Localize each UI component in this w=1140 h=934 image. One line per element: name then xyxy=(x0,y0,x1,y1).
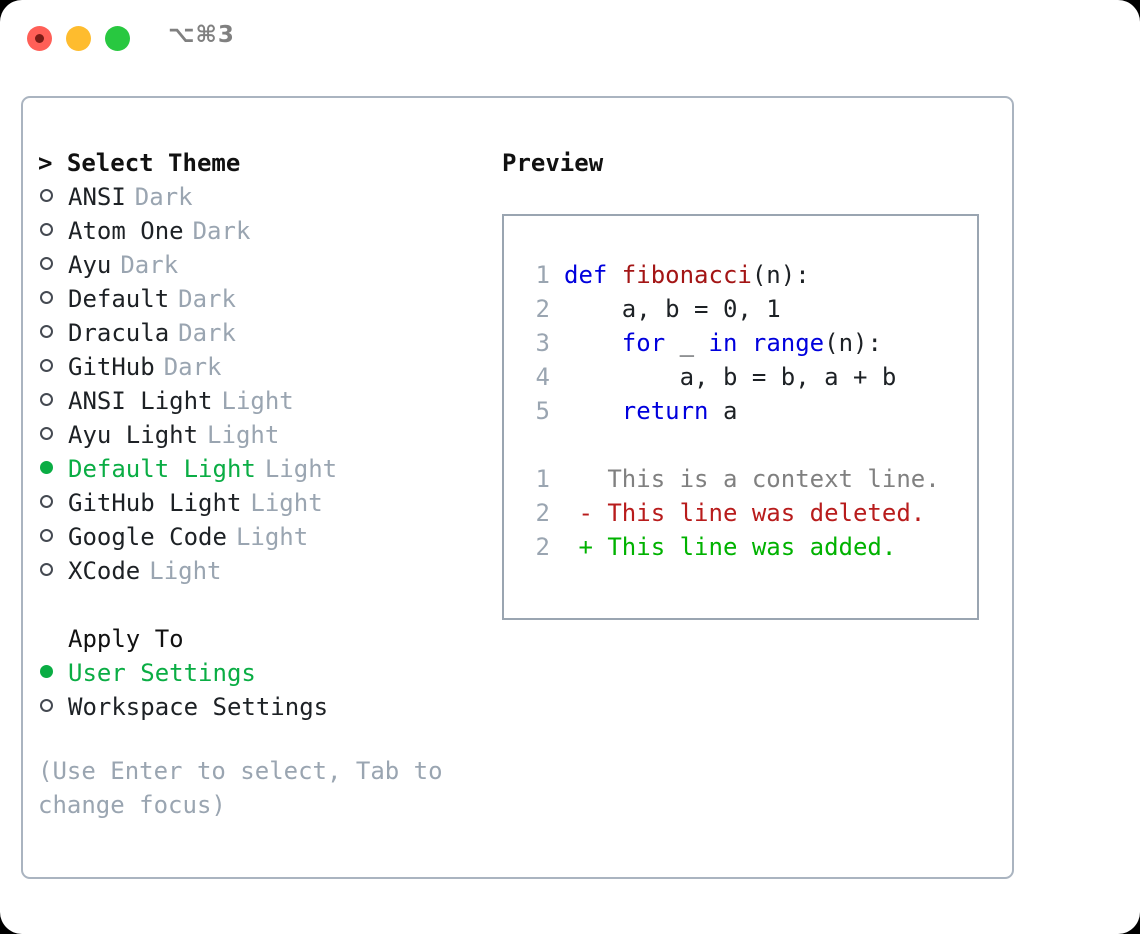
code-line-text: a, b = b, a + b xyxy=(564,360,897,394)
code-line-text: return a xyxy=(564,394,738,428)
theme-option-tag: Dark xyxy=(178,285,236,313)
code-line: 4 a, b = b, a + b xyxy=(520,360,940,394)
theme-option-xcode[interactable]: XCode Light xyxy=(38,554,478,588)
code-token: in xyxy=(708,329,738,357)
theme-option-label: Atom One xyxy=(68,217,184,245)
code-line-number: 1 xyxy=(535,261,550,289)
theme-option-label: Dracula xyxy=(68,319,170,347)
diff-line-text: - This line was deleted. xyxy=(564,499,926,527)
theme-option-label: GitHub Light xyxy=(68,489,242,517)
code-line-number: 2 xyxy=(535,295,550,323)
code-token: return xyxy=(621,397,709,425)
code-token: range xyxy=(751,329,825,357)
theme-option-ayu-light[interactable]: Ayu Light Light xyxy=(38,418,478,452)
theme-list-header: > Select Theme xyxy=(38,149,241,177)
apply-to-header: Apply To xyxy=(68,625,184,653)
diff-line-number: 2 xyxy=(535,499,550,527)
theme-option-ansi[interactable]: ANSI Dark xyxy=(38,180,478,214)
theme-option-github[interactable]: GitHub Dark xyxy=(38,350,478,384)
theme-option-tag: Dark xyxy=(163,353,222,381)
code-line: 2 a, b = 0, 1 xyxy=(520,292,940,326)
code-line: 5 return a xyxy=(520,394,940,428)
theme-option-dracula[interactable]: Dracula Dark xyxy=(38,316,478,350)
keyboard-shortcut-label: ⌥⌘3 xyxy=(168,22,235,48)
theme-option-tag: Light xyxy=(149,557,222,585)
theme-option-label: Google Code xyxy=(68,523,227,551)
theme-option-tag: Dark xyxy=(178,319,236,347)
keyboard-hint-text: (Use Enter to select, Tab to change focu… xyxy=(38,757,443,819)
list-gap xyxy=(38,588,478,622)
diff-line-number: 1 xyxy=(535,465,550,493)
theme-option-ansi-light[interactable]: ANSI Light Light xyxy=(38,384,478,418)
code-token: fibonacci xyxy=(621,261,752,289)
diff-line-number: 2 xyxy=(535,533,550,561)
maximize-button[interactable] xyxy=(105,26,130,51)
code-token xyxy=(737,329,751,357)
code-line-text: a, b = 0, 1 xyxy=(564,292,781,326)
minimize-button[interactable] xyxy=(66,26,91,51)
code-token: def xyxy=(564,261,622,289)
code-token: (n): xyxy=(824,329,882,357)
code-line-number: 4 xyxy=(535,363,550,391)
code-line-number: 3 xyxy=(535,329,550,357)
title-bar: ⌥⌘3 xyxy=(0,0,1140,78)
theme-option-tag: Light xyxy=(235,523,309,551)
diff-line-text: This is a context line. xyxy=(564,465,940,493)
code-token xyxy=(564,397,622,425)
theme-option-label: Ayu Light xyxy=(68,421,199,449)
code-line: 1 def fibonacci(n): xyxy=(520,258,940,292)
theme-option-google-code[interactable]: Google Code Light xyxy=(38,520,478,554)
diff-line: 2 + This line was added. xyxy=(520,530,940,564)
apply-to-option-label: Workspace Settings xyxy=(68,693,329,721)
code-token: a xyxy=(708,397,738,425)
theme-option-tag: Dark xyxy=(192,217,251,245)
theme-option-tag: Dark xyxy=(134,183,193,211)
apply-to-option-label: User Settings xyxy=(68,659,256,687)
close-button[interactable] xyxy=(27,26,52,51)
diff-line-text: + This line was added. xyxy=(564,533,897,561)
diff-line: 2 - This line was deleted. xyxy=(520,496,940,530)
window-controls xyxy=(27,26,130,51)
theme-option-github-light[interactable]: GitHub Light Light xyxy=(38,486,478,520)
theme-option-atom-one[interactable]: Atom One Dark xyxy=(38,214,478,248)
theme-option-label: XCode xyxy=(68,557,141,585)
preview-title: Preview xyxy=(502,149,604,177)
apply-to-option-workspace-settings[interactable]: Workspace Settings xyxy=(38,690,478,724)
code-token: for xyxy=(621,329,666,357)
diff-line: 1 This is a context line. xyxy=(520,462,940,496)
apply-to-option-user-settings[interactable]: User Settings xyxy=(38,656,478,690)
code-token: a, b = 0, 1 xyxy=(564,295,781,323)
code-token xyxy=(564,329,622,357)
theme-option-label: Default Light xyxy=(68,455,256,483)
theme-option-tag: Light xyxy=(207,421,280,449)
theme-option-label: ANSI xyxy=(68,183,126,211)
theme-option-ayu[interactable]: Ayu Dark xyxy=(38,248,478,282)
code-token: (n): xyxy=(751,261,810,289)
theme-option-tag: Dark xyxy=(120,251,179,279)
theme-option-label: Default xyxy=(68,285,170,313)
theme-option-label: ANSI Light xyxy=(68,387,213,415)
theme-option-default-light[interactable]: Default Light Light xyxy=(38,452,478,486)
code-line-number: 5 xyxy=(535,397,550,425)
theme-option-label: Ayu xyxy=(68,251,112,279)
theme-option-tag: Light xyxy=(250,489,323,517)
code-token: a, b = b, a + b xyxy=(564,363,897,391)
code-diff-separator xyxy=(520,428,940,462)
theme-option-tag: Light xyxy=(264,455,338,483)
theme-option-tag: Light xyxy=(221,387,294,415)
code-line-text: for _ in range(n): xyxy=(564,326,882,360)
code-line: 3 for _ in range(n): xyxy=(520,326,940,360)
theme-option-default[interactable]: Default Dark xyxy=(38,282,478,316)
theme-option-label: GitHub xyxy=(68,353,155,381)
code-token: _ xyxy=(665,329,709,357)
code-line-text: def fibonacci(n): xyxy=(564,258,810,292)
